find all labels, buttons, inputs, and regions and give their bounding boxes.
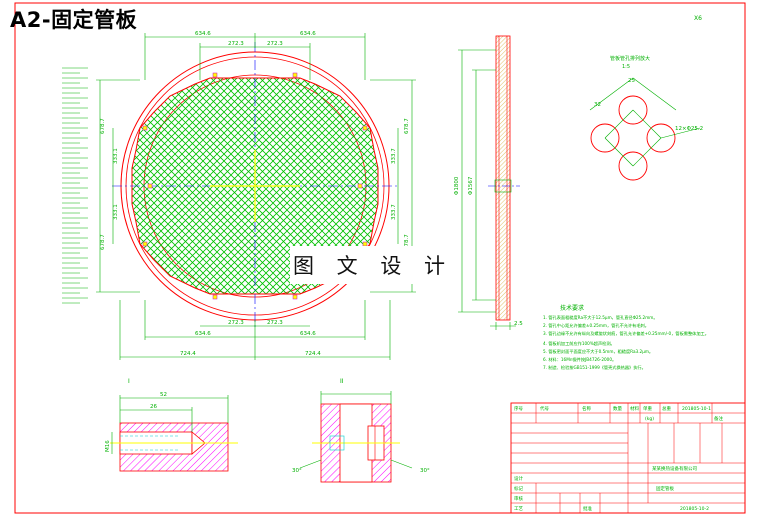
tube-holes: [590, 95, 676, 181]
side-view: Φ1800 Φ1567 2.5: [454, 35, 523, 330]
sheet-title: A2-固定管板: [10, 8, 138, 32]
tb-label-biaoji: 标记: [514, 485, 523, 492]
tie-rod-marker: [147, 183, 153, 189]
section-2-chamfer-left: 30°: [292, 468, 302, 474]
side-ruler: [62, 67, 88, 304]
tb-h-0: 序号: [514, 405, 523, 412]
section-view-2: II 30° 30°: [292, 378, 430, 483]
tb-drawing-number: 201805-10-2: [680, 506, 709, 512]
tb-label-shenhe: 审核: [514, 495, 523, 502]
tie-rod-marker: [292, 294, 298, 300]
dim-inner-diameter: Φ1567: [468, 176, 474, 195]
tb-h-2: 名称: [582, 405, 591, 412]
tie-rod-marker: [362, 125, 368, 131]
section-1-dim-depth: 26: [150, 404, 157, 410]
dim-left-3: 333.1: [113, 204, 119, 220]
note-2: 2. 管孔中心距允许偏差±0.25mm，管孔不允许有毛刺。: [543, 322, 649, 329]
dim-right-2: 333.7: [391, 148, 397, 164]
tie-rod-markers: [142, 72, 368, 300]
note-1: 1. 管孔表面粗糙度Ra不大于12.5μm，管孔直径Φ25.2mm。: [543, 314, 658, 321]
section-2-chamfer-right: 30°: [420, 468, 430, 474]
watermark: 图 文 设 计: [290, 246, 456, 284]
section-1-dim-thread: M16: [105, 440, 111, 452]
dim-top-4: 634.6: [300, 31, 316, 37]
note-4: 4. 管板机加工前应作100%超声检测。: [543, 340, 615, 347]
dim-bottom-2: 272.3: [267, 320, 283, 326]
notes-title: 技术要求: [560, 304, 584, 312]
drawing-frame: [14, 2, 746, 514]
detail-dim-spacing: 32: [594, 102, 601, 108]
section-1-dim-length: 52: [160, 392, 167, 398]
detail-scale: 1:5: [622, 64, 630, 70]
tb-label-pizhun: 批准: [583, 505, 592, 512]
dim-right-1: 678.7: [404, 118, 410, 134]
detail-dim-holes: 12×Φ25.2: [675, 126, 703, 132]
dim-top-2: 272.3: [228, 41, 244, 47]
dim-left-2: 333.1: [113, 148, 119, 164]
note-3: 3. 管孔边缘不允许有纵向及螺旋状刻痕，管孔允许偏差+0.25mm/-0，管板需…: [543, 330, 709, 337]
dim-overall-2: 724.4: [305, 351, 321, 357]
dim-top-3: 272.3: [267, 41, 283, 47]
dim-outer-diameter: Φ1800: [454, 176, 460, 195]
tb-company: 某某换热设备有限公司: [652, 465, 697, 472]
tie-rod-marker: [357, 183, 363, 189]
tie-rod-marker: [292, 72, 298, 78]
dim-overall-1: 724.4: [180, 351, 196, 357]
dim-bottom-4: 634.6: [300, 331, 316, 337]
dim-right-4: 678.7: [404, 234, 410, 250]
tb-h-7: 备注: [714, 415, 723, 422]
technical-notes: 技术要求 1. 管孔表面粗糙度Ra不大于12.5μm，管孔直径Φ25.2mm。 …: [543, 304, 709, 371]
detail-dim-pitch: 25: [628, 78, 635, 84]
title-block: 序号 代号 名称 数量 材料 单重 总重 201805-10-1 (kg) 备注…: [510, 402, 746, 514]
dim-bottom-1: 272.3: [228, 320, 244, 326]
tb-label-gongyi: 工艺: [514, 506, 523, 512]
section-view-1: I 52 26 M16: [105, 378, 238, 472]
note-6: 6. 材料：16Mn锻件按JB4726-2000。: [543, 356, 616, 363]
dim-right-3: 333.7: [391, 204, 397, 220]
tb-weight-unit: (kg): [645, 416, 654, 422]
note-7: 7. 制造、检验按GB151-1999《管壳式换热器》执行。: [543, 364, 646, 371]
tie-rod-marker: [142, 125, 148, 131]
dim-left-1: 678.7: [100, 118, 106, 134]
section-1-label: I: [128, 378, 130, 385]
detail-title: 管板管孔排列放大: [610, 55, 650, 62]
tb-part-name: 固定管板: [656, 485, 674, 492]
section-2-label: II: [340, 378, 344, 385]
dim-left-4: 678.7: [100, 234, 106, 250]
plan-view: 634.6 272.3 272.3 634.6 272.3 272.3 634.…: [62, 31, 416, 360]
top-right-mark: X6: [694, 15, 702, 22]
dim-top-1: 634.6: [195, 31, 211, 37]
plate-section: [495, 35, 511, 321]
dim-bottom-3: 634.6: [195, 331, 211, 337]
detail-view: 管板管孔排列放大 1:5 25 32 12×Φ25.2: [589, 55, 703, 181]
tb-h-4: 材料: [630, 405, 639, 412]
tie-rod-marker: [142, 241, 148, 247]
tb-h-5: 单重: [643, 405, 652, 412]
tie-rod-marker: [212, 72, 218, 78]
tb-h-1: 代号: [540, 405, 549, 412]
tb-label-sheji: 设计: [514, 475, 523, 482]
tb-h-3: 数量: [613, 405, 622, 412]
tb-h-6: 总重: [662, 405, 671, 412]
tb-drawing-no-2: 201805-10-1: [682, 406, 711, 412]
note-5: 5. 管板密封面平面度应不大于0.5mm，粗糙度Ra3.2μm。: [543, 348, 653, 355]
dim-thickness: 2.5: [514, 321, 523, 327]
tie-rod-marker: [212, 294, 218, 300]
